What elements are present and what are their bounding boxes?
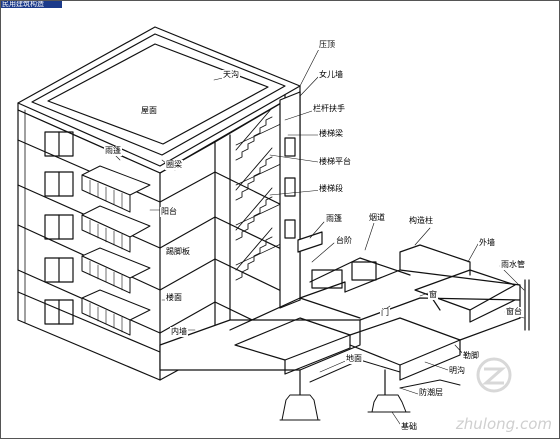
label-loutiduan: 楼梯段 [318, 184, 344, 194]
label-dimian: 地面 [345, 354, 363, 364]
foundations [279, 359, 461, 421]
label-lejiao: 勒脚 [462, 351, 480, 361]
label-yandao: 烟道 [368, 213, 386, 223]
label-yupeng-2: 雨篷 [325, 214, 343, 224]
watermark-text: zhulong.com [455, 415, 552, 433]
label-waiqiang: 外墙 [478, 238, 496, 248]
label-yangtai: 阳台 [160, 207, 178, 217]
label-tiangou: 天沟 [222, 70, 240, 80]
label-mingou: 明沟 [448, 366, 466, 376]
label-neiqiang: 内墙 [170, 327, 188, 337]
label-taijie: 台阶 [335, 236, 353, 246]
label-yading: 压顶 [318, 40, 336, 50]
watermark-logo-icon [476, 357, 512, 393]
page-title: 民用建筑构造 [0, 0, 62, 8]
stairs [235, 107, 286, 281]
label-langanfushou: 栏杆扶手 [312, 104, 346, 114]
label-loutipingtai: 楼梯平台 [318, 157, 352, 167]
balconies [81, 165, 151, 336]
label-jichu: 基础 [400, 422, 418, 432]
roof [17, 26, 301, 174]
ground-floor-plan [159, 244, 530, 396]
label-loutiliang: 楼梯梁 [318, 129, 344, 139]
label-men: 门 [380, 308, 390, 318]
label-wumian: 屋面 [140, 106, 158, 116]
label-nverqiang: 女儿墙 [318, 70, 344, 80]
label-loumian: 楼面 [165, 293, 183, 303]
label-tijiaoban: 踢脚板 [165, 247, 191, 257]
label-yupeng-1: 雨篷 [104, 146, 122, 156]
label-fangchaoceng: 防潮层 [418, 388, 444, 398]
label-gouzaozhu: 构造柱 [408, 216, 434, 226]
label-chuang: 窗 [428, 290, 438, 300]
stair-tower-right [279, 91, 323, 309]
label-quanliang: 圈梁 [165, 160, 183, 170]
label-chuangtai: 窗台 [505, 307, 523, 317]
label-yushuiguan: 雨水管 [500, 260, 526, 270]
